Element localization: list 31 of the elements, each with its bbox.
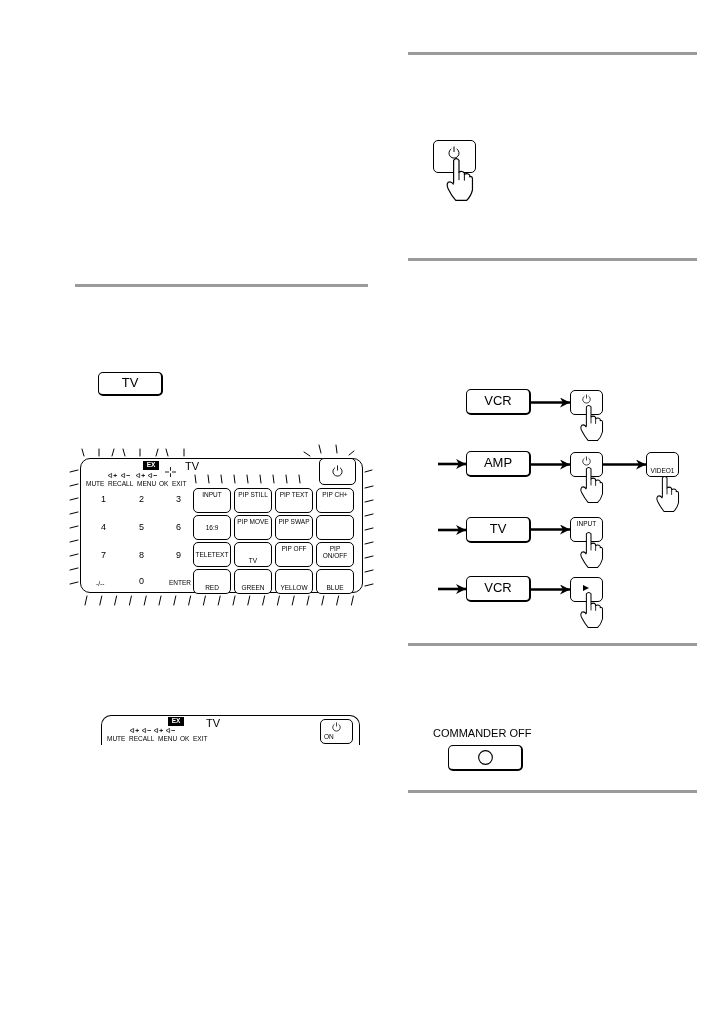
key-label: 0 [139, 577, 144, 586]
arrow [531, 459, 570, 470]
key-label: 5 [139, 523, 144, 532]
key-label: 2 [139, 495, 144, 504]
arrow [531, 524, 570, 535]
key-label: 7 [101, 551, 106, 560]
remote-key: AMP [466, 451, 531, 477]
arrow [438, 525, 466, 535]
key-label: 3 [176, 495, 181, 504]
arrow [531, 584, 570, 595]
touch-panel-screen [101, 715, 360, 745]
power-key [320, 719, 353, 744]
arrow [531, 397, 570, 408]
remote-key: TV [466, 517, 531, 543]
arrow [438, 584, 466, 594]
remote-key: VCR [466, 389, 531, 415]
remote-key: TV [98, 372, 163, 396]
screen-title: TV [185, 461, 200, 472]
key-label: 9 [176, 551, 181, 560]
arrow [603, 459, 646, 470]
touch-key [316, 515, 354, 540]
arrow [438, 459, 466, 469]
remote-key: VCR [466, 576, 531, 602]
key-label: 1 [101, 495, 106, 504]
key-label: 8 [139, 551, 144, 560]
screen-title: TV [206, 718, 221, 729]
key-label: 6 [176, 523, 181, 532]
key-label: COMMANDER OFF [433, 728, 532, 739]
key-label: 4 [101, 523, 106, 532]
power-key [319, 458, 356, 485]
touch-panel-screen [80, 458, 363, 593]
